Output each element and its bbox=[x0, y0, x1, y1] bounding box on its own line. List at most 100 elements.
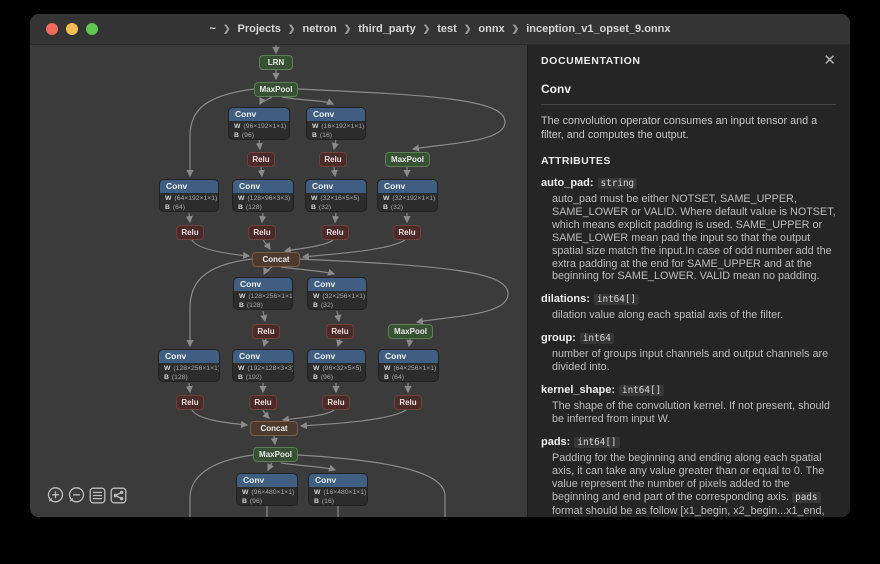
graph-edge bbox=[262, 338, 270, 348]
breadcrumb-item[interactable]: inception_v1_opset_9.onnx bbox=[526, 23, 671, 35]
breadcrumb-item[interactable]: Projects bbox=[237, 23, 281, 35]
graph-edge bbox=[299, 258, 509, 325]
node-relu[interactable]: Relu bbox=[393, 225, 421, 240]
node-relu[interactable]: Relu bbox=[394, 395, 422, 410]
node-relu[interactable]: Relu bbox=[321, 225, 349, 240]
properties-button[interactable] bbox=[87, 485, 108, 506]
node-maxpool[interactable]: MaxPool bbox=[385, 152, 430, 167]
node-title: Conv bbox=[308, 350, 365, 363]
attribute-type: int64[] bbox=[618, 385, 665, 397]
node-title: Conv bbox=[234, 278, 292, 291]
graph-edge bbox=[263, 266, 273, 276]
close-window-button[interactable] bbox=[46, 23, 58, 35]
share-graph-icon bbox=[110, 487, 127, 504]
attribute-type: int64[] bbox=[574, 436, 620, 448]
node-relu[interactable]: Relu bbox=[176, 395, 204, 410]
node-params: W(16×480×1×1)B(16) bbox=[314, 489, 367, 505]
minimize-window-button[interactable] bbox=[66, 23, 78, 35]
node-relu[interactable]: Relu bbox=[248, 225, 276, 240]
attribute-name: group: bbox=[541, 332, 576, 345]
graph-edge bbox=[281, 96, 335, 105]
breadcrumb-item[interactable]: ~ bbox=[209, 23, 216, 35]
graph-edge bbox=[332, 212, 340, 224]
breadcrumb-item[interactable]: onnx bbox=[478, 23, 505, 35]
breadcrumb-item[interactable]: netron bbox=[302, 23, 337, 35]
graph-edge bbox=[186, 258, 253, 348]
node-relu[interactable]: Relu bbox=[249, 395, 277, 410]
graph-edge bbox=[281, 409, 335, 423]
node-relu[interactable]: Relu bbox=[326, 324, 354, 339]
graph-edge bbox=[331, 139, 339, 151]
breadcrumb-item[interactable]: test bbox=[437, 23, 457, 35]
node-params: W(96×192×1×1)B(96) bbox=[234, 123, 287, 139]
node-maxpool[interactable]: MaxPool bbox=[253, 447, 298, 462]
node-params: W(64×256×1×1)B(64) bbox=[384, 365, 437, 381]
node-params: W(32×192×1×1)B(32) bbox=[383, 195, 436, 211]
node-relu[interactable]: Relu bbox=[176, 225, 204, 240]
node-lrn[interactable]: LRN bbox=[259, 55, 293, 70]
node-title: Conv bbox=[307, 108, 365, 121]
attribute-description: number of groups input channels and outp… bbox=[552, 348, 829, 374]
breadcrumb-item[interactable]: third_party bbox=[358, 23, 416, 35]
node-relu[interactable]: Relu bbox=[247, 152, 275, 167]
node-relu[interactable]: Relu bbox=[322, 395, 350, 410]
breadcrumb-separator-icon: ❯ bbox=[222, 23, 231, 33]
node-maxpool[interactable]: MaxPool bbox=[254, 82, 298, 97]
zoom-out-button[interactable] bbox=[66, 485, 87, 506]
attribute-dilations: dilations:int64[] dilation value along ea… bbox=[541, 293, 836, 322]
node-title: Conv bbox=[309, 474, 367, 487]
graph-edge bbox=[185, 382, 193, 394]
graph-edge bbox=[280, 266, 336, 276]
node-title: Conv bbox=[229, 108, 289, 121]
breadcrumb-separator-icon: ❯ bbox=[343, 23, 352, 33]
operator-description: The convolution operator consumes an inp… bbox=[541, 115, 818, 141]
node-title: Conv bbox=[233, 180, 293, 193]
node-relu[interactable]: Relu bbox=[319, 152, 347, 167]
node-concat[interactable]: Concat bbox=[250, 421, 298, 436]
graph-edge bbox=[270, 435, 278, 446]
operator-name: Conv bbox=[541, 82, 836, 105]
node-params: W(16×192×1×1)B(16) bbox=[312, 123, 365, 139]
zoom-in-button[interactable] bbox=[45, 485, 66, 506]
export-button[interactable] bbox=[108, 485, 129, 506]
documentation-title: DOCUMENTATION bbox=[541, 55, 641, 67]
graph-edge bbox=[259, 96, 273, 106]
attribute-type: int64[] bbox=[593, 294, 640, 306]
attribute-description: dilation value along each spatial axis o… bbox=[552, 309, 784, 322]
attributes-header: ATTRIBUTES bbox=[541, 155, 611, 167]
node-concat[interactable]: Concat bbox=[252, 252, 300, 267]
node-params: W(128×256×1×1)B(128) bbox=[239, 293, 293, 309]
breadcrumb: ~❯Projects❯netron❯third_party❯test❯onnx❯… bbox=[210, 23, 671, 35]
graph-edge bbox=[191, 239, 251, 260]
graph-edge bbox=[267, 462, 274, 472]
graph-edge bbox=[280, 462, 337, 472]
attribute-name: dilations: bbox=[541, 293, 590, 306]
graph-edges bbox=[185, 44, 509, 517]
node-relu[interactable]: Relu bbox=[252, 324, 280, 339]
attribute-type: string bbox=[597, 178, 638, 189]
node-title: Conv bbox=[308, 278, 366, 291]
close-documentation-button[interactable]: ✕ bbox=[823, 52, 836, 69]
node-maxpool[interactable]: MaxPool bbox=[388, 324, 433, 339]
graph-edge bbox=[259, 212, 267, 224]
zoom-window-button[interactable] bbox=[86, 23, 98, 35]
graph-edge bbox=[406, 338, 414, 348]
graph-edge bbox=[191, 409, 249, 428]
